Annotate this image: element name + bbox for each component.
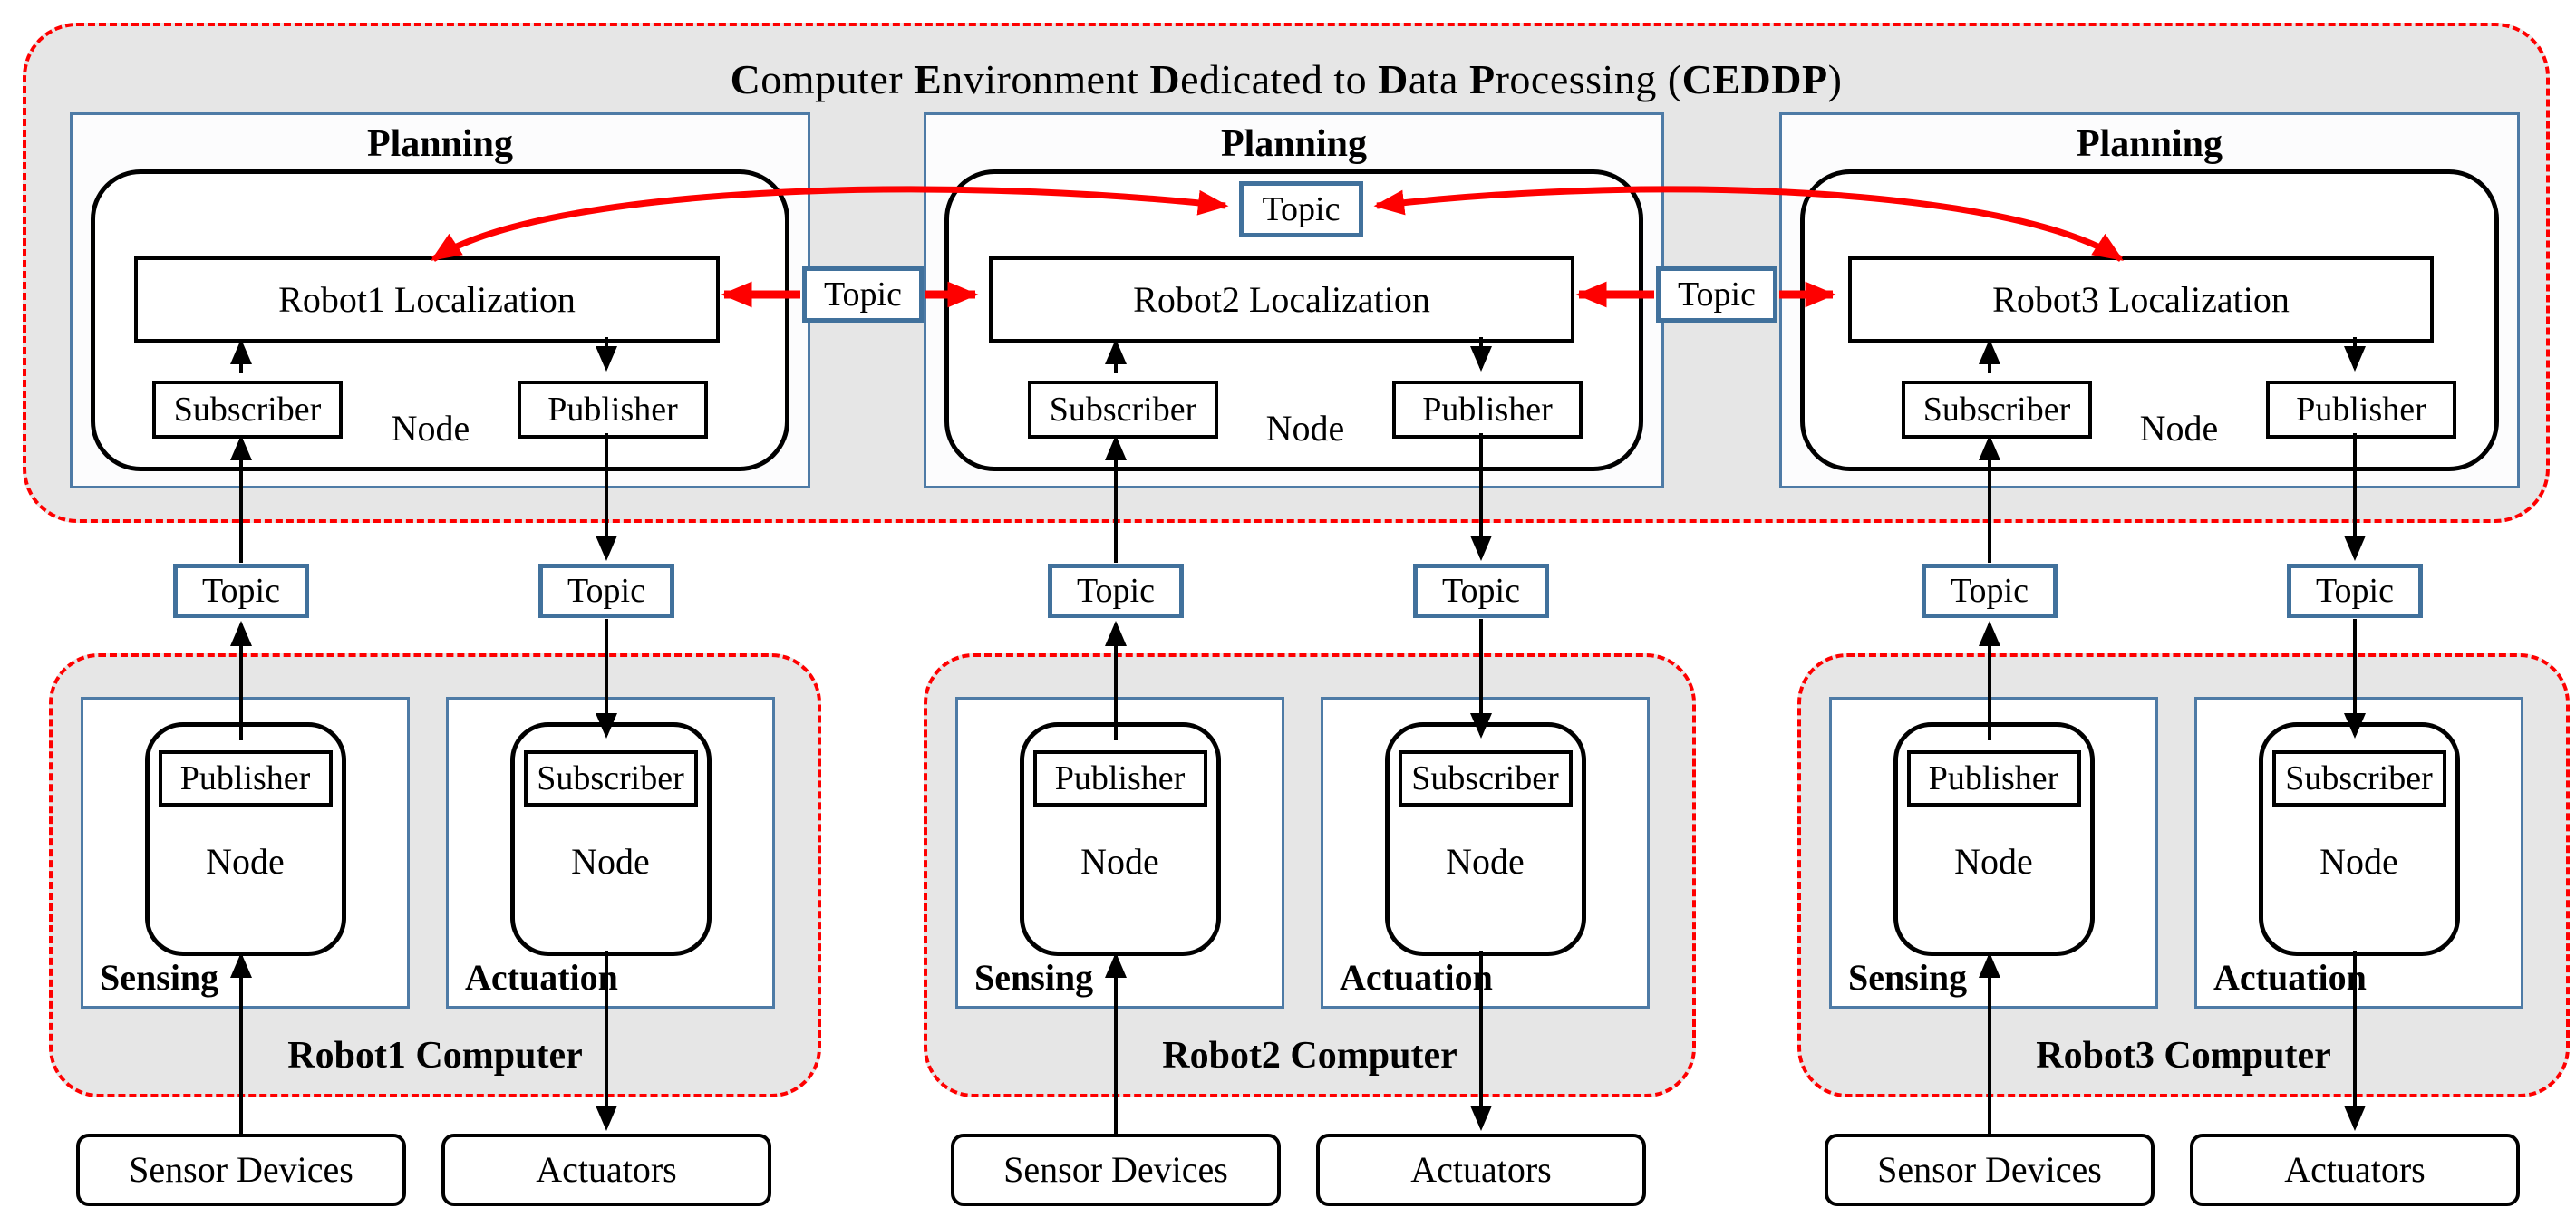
actuation-node-outline: Subscriber Node [509,722,712,956]
sensing-label: Sensing [974,957,1094,998]
topic-box-robot1-robot2: Topic [802,266,924,323]
localization-box: Robot3 Localization [1848,256,2434,343]
publisher-box: Publisher [2266,381,2456,439]
node-label: Node [1265,408,1345,449]
actuation-node-outline: Subscriber Node [2258,722,2460,956]
sensing-node-outline: Publisher Node [1893,722,2095,956]
node-subscriber-box: Subscriber [2271,750,2446,807]
node-subscriber-box: Subscriber [1398,750,1573,807]
topic-box-shared-localization: Topic [1239,181,1363,237]
topic-box-robot3-actuation: Topic [2287,564,2423,618]
robot3-computer: Publisher Node Sensing Subscriber Node A… [1797,653,2570,1097]
sensor-devices-box: Sensor Devices [1825,1134,2155,1206]
sensor-devices-box: Sensor Devices [951,1134,1281,1206]
node-subscriber-box: Subscriber [523,750,698,807]
actuators-box: Actuators [2190,1134,2520,1206]
actuation-label: Actuation [1340,957,1493,998]
publisher-box: Publisher [518,381,708,439]
actuation-label: Actuation [2213,957,2367,998]
topic-box-robot1-actuation: Topic [538,564,674,618]
sensor-devices-box: Sensor Devices [76,1134,406,1206]
subscriber-box: Subscriber [1902,381,2092,439]
sensing-label: Sensing [1848,957,1968,998]
robot-computer-label: Robot1 Computer [287,1035,583,1077]
node-label: Node [571,841,650,882]
topic-box-robot2-robot3: Topic [1656,266,1777,323]
sensing-panel: Publisher Node Sensing [81,697,410,1009]
planning-label: Planning [366,123,514,165]
planning-label: Planning [2076,123,2223,165]
publisher-box: Publisher [1392,381,1583,439]
sensing-label: Sensing [100,957,219,998]
robot-computer-label: Robot2 Computer [1162,1035,1457,1077]
actuation-label: Actuation [465,957,618,998]
node-label: Node [1446,841,1525,882]
sensing-node-outline: Publisher Node [1019,722,1221,956]
robot-computer-label: Robot3 Computer [2036,1035,2331,1077]
topic-box-robot2-sensing: Topic [1048,564,1184,618]
topic-box-robot2-actuation: Topic [1413,564,1549,618]
topic-box-robot1-sensing: Topic [173,564,309,618]
actuators-box: Actuators [1316,1134,1646,1206]
node-publisher-box: Publisher [1906,750,2081,807]
actuation-node-outline: Subscriber Node [1384,722,1586,956]
actuators-box: Actuators [441,1134,771,1206]
node-publisher-box: Publisher [158,750,333,807]
node-publisher-box: Publisher [1032,750,1207,807]
localization-box: Robot2 Localization [989,256,1574,343]
node-label: Node [1080,841,1159,882]
robot1-computer: Publisher Node Sensing Subscriber Node A… [49,653,821,1097]
node-label: Node [2139,408,2219,449]
planning-panel-robot3: Planning Robot3 Localization Subscriber … [1779,112,2520,488]
ceddp-container: Computer Environment Dedicated to Data P… [23,23,2550,523]
localization-box: Robot1 Localization [134,256,720,343]
sensing-node-outline: Publisher Node [144,722,346,956]
node-label: Node [206,841,285,882]
planning-label: Planning [1220,123,1368,165]
node-label: Node [391,408,470,449]
planning-panel-robot2: Planning Robot2 Localization Subscriber … [924,112,1664,488]
actuation-panel: Subscriber Node Actuation [2194,697,2523,1009]
robot2-computer: Publisher Node Sensing Subscriber Node A… [924,653,1696,1097]
sensing-panel: Publisher Node Sensing [955,697,1284,1009]
ceddp-title: Computer Environment Dedicated to Data P… [730,56,1843,102]
actuation-panel: Subscriber Node Actuation [446,697,775,1009]
subscriber-box: Subscriber [1028,381,1218,439]
planning-panel-robot1: Planning Robot1 Localization Subscriber … [70,112,810,488]
actuation-panel: Subscriber Node Actuation [1321,697,1650,1009]
sensing-panel: Publisher Node Sensing [1829,697,2158,1009]
topic-box-robot3-sensing: Topic [1922,564,2058,618]
subscriber-box: Subscriber [152,381,343,439]
node-label: Node [1954,841,2033,882]
node-label: Node [2319,841,2398,882]
